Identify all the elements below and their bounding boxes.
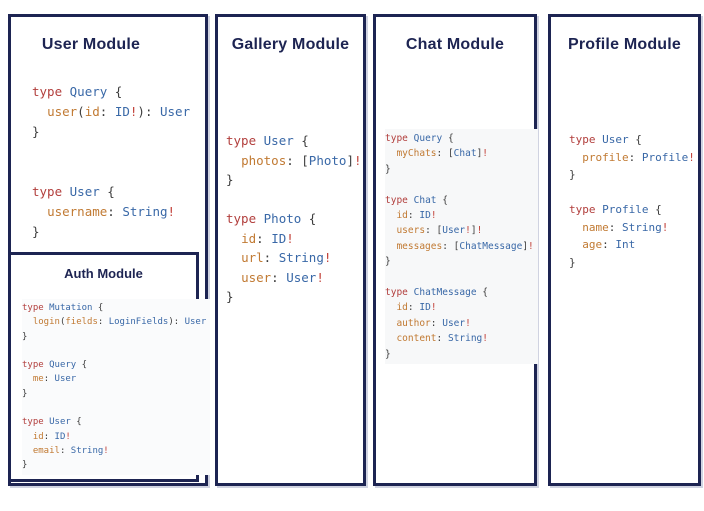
chat-module-title: Chat Module bbox=[405, 36, 505, 53]
gallery-module-code: type User { photos: [Photo]! } type Phot… bbox=[226, 133, 362, 304]
auth-module-code: type Mutation { login(fields: LoginField… bbox=[22, 299, 211, 475]
panel-gallery-module: Gallery Module type User { photos: [Phot… bbox=[215, 14, 366, 486]
panel-profile-module: Profile Module type User { profile: Prof… bbox=[548, 14, 701, 486]
user-module-code: type Query { user(id: ID!): User } type … bbox=[32, 84, 191, 239]
gallery-module-title: Gallery Module bbox=[231, 36, 350, 53]
panel-auth-module: Auth Module type Mutation { login(fields… bbox=[8, 252, 211, 482]
profile-module-title: Profile Module bbox=[567, 36, 682, 53]
chat-module-code: type Query { myChats: [Chat]! } type Cha… bbox=[385, 129, 538, 365]
panel-chat-module: Chat Module type Query { myChats: [Chat]… bbox=[373, 14, 538, 486]
auth-module-title: Auth Module bbox=[64, 266, 143, 281]
panel-user-module: User Module type Query { user(id: ID!): … bbox=[8, 14, 211, 486]
user-module-title: User Module bbox=[41, 36, 141, 53]
profile-module-code: type User { profile: Profile! } type Pro… bbox=[569, 133, 695, 269]
